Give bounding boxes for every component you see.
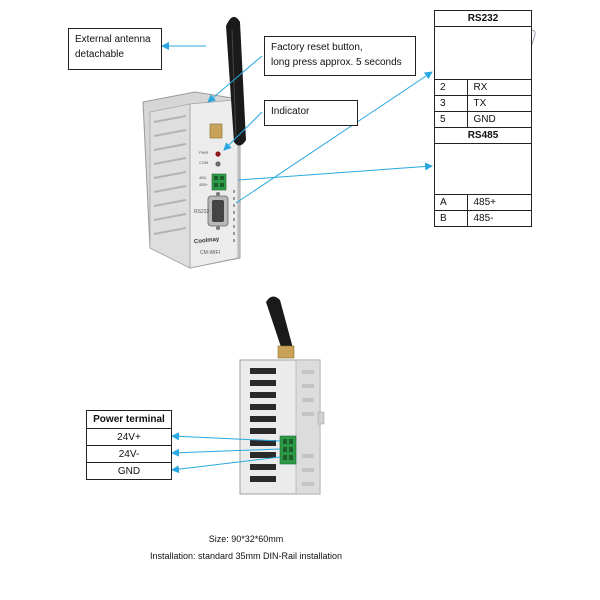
rs232-signal: RX: [467, 79, 532, 96]
arrow-rs232: [235, 71, 433, 204]
rs485-signal: 485-: [467, 210, 532, 227]
arrow-power-24v-minus: [171, 448, 281, 457]
arrow-power-gnd: [171, 456, 281, 474]
arrow-reset: [207, 55, 263, 103]
rs232-signal: TX: [467, 95, 532, 112]
rs485-signal: 485+: [467, 194, 532, 211]
rs485-diagram-row: [434, 143, 532, 195]
rs232-signal: GND: [467, 111, 532, 128]
rs232-pin: 5: [433, 111, 469, 128]
device-led-label-com: COM: [199, 160, 209, 165]
callout-factory-reset: Factory reset button, long press approx.…: [264, 36, 416, 76]
arrow-power-24v-plus: [171, 432, 281, 442]
rs485-row: B 485-: [433, 210, 532, 227]
rs485-title: RS485: [434, 127, 532, 144]
device-side-view: [239, 296, 325, 495]
rs232-row: 5 GND: [433, 111, 532, 128]
rs232-row: 2 RX: [433, 79, 532, 96]
device-front-view: [142, 16, 246, 269]
power-terminal-title: Power terminal: [86, 410, 172, 429]
callout-reset-line2: long press approx. 5 seconds: [271, 57, 402, 68]
power-terminal-row: 24V-: [86, 445, 172, 463]
rs485-pin: A: [433, 194, 469, 211]
callout-external-antenna: External antenna detachable: [68, 28, 162, 70]
device-led-label-pwr: PWR: [199, 150, 209, 155]
power-terminal-24v-minus: 24V-: [86, 445, 172, 463]
rs232-header-row: RS232: [434, 10, 532, 27]
power-terminal-row: GND: [86, 462, 172, 480]
rs485-header-row: RS485: [434, 127, 532, 144]
arrow-indicator: [223, 111, 263, 151]
power-terminal-header-row: Power terminal: [86, 410, 172, 429]
device-model-label: CM-WIFI: [200, 250, 220, 256]
power-terminal-row: 24V+: [86, 428, 172, 446]
device-terminal-label-2: 485+: [199, 182, 209, 187]
rs485-row: A 485+: [433, 194, 532, 211]
rs485-pin: B: [433, 210, 469, 227]
size-caption: Size: 90*32*60mm: [208, 534, 284, 544]
arrow-rs485: [237, 162, 433, 181]
callout-arrows: [161, 42, 433, 474]
installation-caption: Installation: standard 35mm DIN-Rail ins…: [149, 551, 343, 561]
rs232-diagram-row: [434, 26, 532, 80]
pinout-table: RS232 2 RX 3 TX 5 GND RS485 A 485+ B 485…: [433, 10, 532, 227]
rs232-title: RS232: [434, 10, 532, 27]
rs232-pin: 3: [433, 95, 469, 112]
callout-antenna-line2: detachable: [75, 49, 124, 60]
power-terminal-gnd: GND: [86, 462, 172, 480]
rs232-pin: 2: [433, 79, 469, 96]
power-terminal-table: Power terminal 24V+ 24V- GND: [86, 410, 172, 480]
callout-antenna-line1: External antenna: [75, 34, 151, 45]
rs232-row: 3 TX: [433, 95, 532, 112]
device-port-label: RS232: [194, 209, 210, 215]
device-terminal-label-1: 485-: [199, 175, 208, 180]
power-terminal-24v-plus: 24V+: [86, 428, 172, 446]
callout-indicator-text: Indicator: [271, 106, 310, 117]
callout-reset-line1: Factory reset button,: [271, 42, 363, 53]
callout-indicator: Indicator: [264, 100, 358, 126]
